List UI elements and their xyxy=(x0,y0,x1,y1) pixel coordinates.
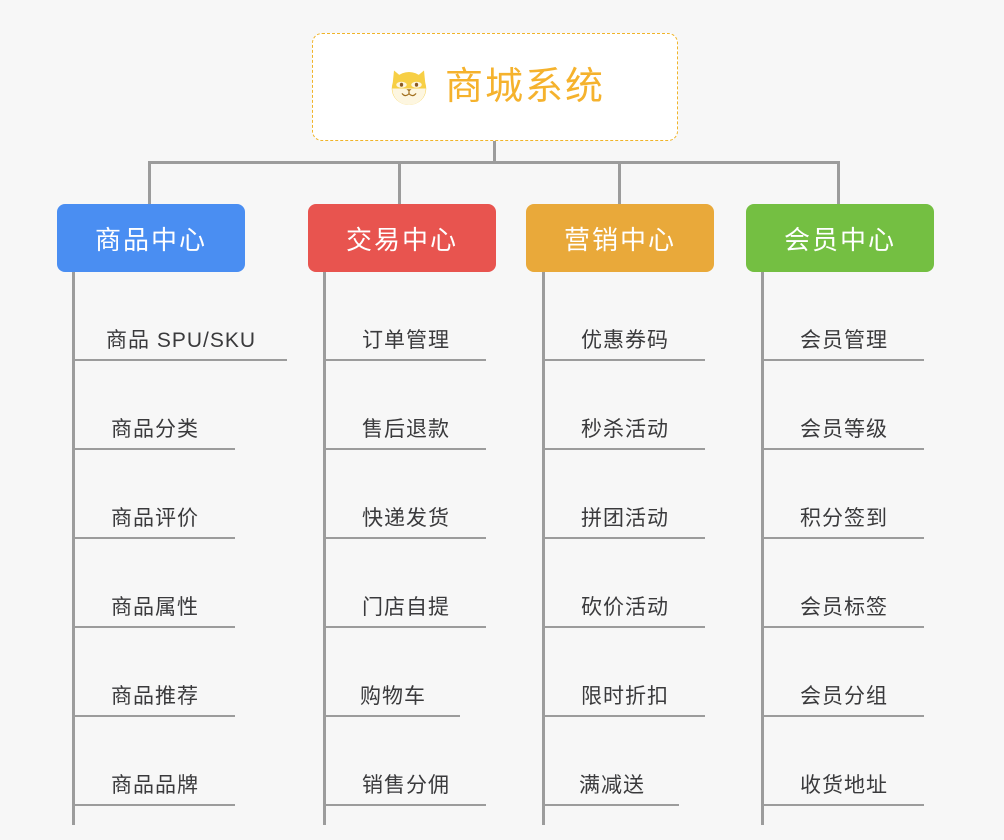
connector-drop-1 xyxy=(148,161,151,204)
connector-root-stem xyxy=(493,141,496,163)
leaf-item[interactable]: 商品评价 xyxy=(75,450,235,539)
leaf-label: 砍价活动 xyxy=(581,596,669,619)
leaf-item[interactable]: 售后退款 xyxy=(326,361,486,450)
leaf-label: 商品 SPU/SKU xyxy=(105,329,257,352)
leaf-label: 收货地址 xyxy=(800,774,888,797)
leaf-label: 会员管理 xyxy=(800,329,888,352)
leaf-label: 销售分佣 xyxy=(362,774,450,797)
shiba-dog-face-icon xyxy=(385,63,433,111)
leaf-item[interactable]: 会员管理 xyxy=(764,272,924,361)
connector-drop-2 xyxy=(398,161,401,204)
leaf-label: 会员分组 xyxy=(800,685,888,708)
leaf-item[interactable]: 快递发货 xyxy=(326,450,486,539)
leaf-item[interactable]: 会员分组 xyxy=(764,628,924,717)
leaf-label: 门店自提 xyxy=(362,596,450,619)
connector-drop-3 xyxy=(618,161,621,204)
leaf-item[interactable]: 购物车 xyxy=(326,628,460,717)
connector-drop-4 xyxy=(837,161,840,204)
leaf-spine-1 xyxy=(72,272,75,825)
leaf-item[interactable]: 销售分佣 xyxy=(326,717,486,806)
leaf-item[interactable]: 砍价活动 xyxy=(545,539,705,628)
leaf-label: 快递发货 xyxy=(362,507,450,530)
leaf-item[interactable]: 优惠券码 xyxy=(545,272,705,361)
leaf-label: 售后退款 xyxy=(362,418,450,441)
leaf-item[interactable]: 商品 SPU/SKU xyxy=(75,272,287,361)
leaf-item[interactable]: 秒杀活动 xyxy=(545,361,705,450)
leaf-item[interactable]: 门店自提 xyxy=(326,539,486,628)
leaf-spine-4 xyxy=(761,272,764,825)
category-label-1: 商品中心 xyxy=(94,224,207,255)
leaf-item[interactable]: 收货地址 xyxy=(764,717,924,806)
category-box-4[interactable]: 会员中心 xyxy=(746,204,934,272)
category-box-2[interactable]: 交易中心 xyxy=(308,204,496,272)
leaf-item[interactable]: 商品品牌 xyxy=(75,717,235,806)
leaf-item[interactable]: 积分签到 xyxy=(764,450,924,539)
leaf-label: 限时折扣 xyxy=(581,685,669,708)
leaf-label: 商品推荐 xyxy=(111,685,199,708)
leaf-item[interactable]: 会员等级 xyxy=(764,361,924,450)
leaf-item[interactable]: 订单管理 xyxy=(326,272,486,361)
leaf-label: 会员标签 xyxy=(800,596,888,619)
leaf-item[interactable]: 商品属性 xyxy=(75,539,235,628)
leaf-spine-3 xyxy=(542,272,545,825)
category-label-3: 营销中心 xyxy=(563,224,676,255)
leaf-label: 商品分类 xyxy=(111,418,199,441)
leaf-label: 商品评价 xyxy=(111,507,199,530)
leaf-label: 会员等级 xyxy=(800,418,888,441)
leaf-label: 秒杀活动 xyxy=(581,418,669,441)
leaf-item[interactable]: 满减送 xyxy=(545,717,679,806)
leaf-label: 商品品牌 xyxy=(111,774,199,797)
leaf-label: 优惠券码 xyxy=(581,329,669,352)
leaf-label: 订单管理 xyxy=(362,329,450,352)
leaf-item[interactable]: 会员标签 xyxy=(764,539,924,628)
leaf-label: 购物车 xyxy=(360,685,426,708)
category-box-3[interactable]: 营销中心 xyxy=(526,204,714,272)
leaf-item[interactable]: 商品推荐 xyxy=(75,628,235,717)
root-title: 商城系统 xyxy=(444,66,605,108)
root-node[interactable]: 商城系统 xyxy=(312,33,678,141)
leaf-item[interactable]: 商品分类 xyxy=(75,361,235,450)
leaf-label: 积分签到 xyxy=(800,507,888,530)
category-label-4: 会员中心 xyxy=(783,224,896,255)
leaf-spine-2 xyxy=(323,272,326,825)
category-box-1[interactable]: 商品中心 xyxy=(57,204,245,272)
connector-horizontal-bus xyxy=(148,161,840,164)
leaf-item[interactable]: 限时折扣 xyxy=(545,628,705,717)
leaf-label: 拼团活动 xyxy=(581,507,669,530)
leaf-item[interactable]: 拼团活动 xyxy=(545,450,705,539)
leaf-label: 商品属性 xyxy=(111,596,199,619)
category-label-2: 交易中心 xyxy=(345,224,458,255)
leaf-label: 满减送 xyxy=(579,774,645,797)
